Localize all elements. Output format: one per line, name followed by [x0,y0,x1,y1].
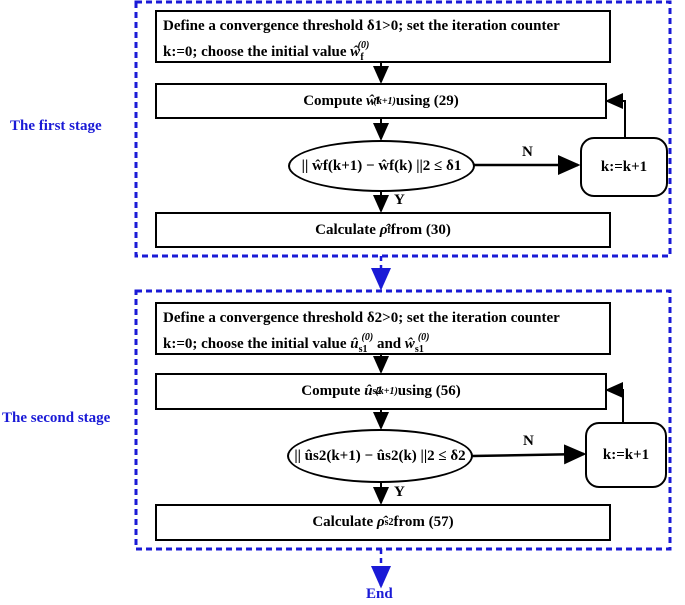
stage-1-no-label: N [522,144,533,160]
stage-1-frame [134,0,672,258]
stage-2-init-line2: k:=0; choose the initial value ûs1(0) an… [163,332,430,355]
stage-1-counter-box: k:=k+1 [580,137,668,197]
stage-1-label: The first stage [10,118,102,134]
stage-2-label: The second stage [2,410,111,426]
stage-2-init-line1: Define a convergence threshold δ2>0; set… [163,310,560,326]
stage-1-calc-box: Calculate ρ̂f from (30) [155,212,611,248]
arrow-cond-to-counter-2 [471,444,587,465]
stage-2-calc-box: Calculate ρ̂s2 from (57) [155,504,611,541]
stage-2-counter-box: k:=k+1 [585,422,667,488]
stage-1-init-line2: k:=0; choose the initial value ŵf(0) [163,40,370,63]
arrow-counter-to-compute-1 [605,93,626,137]
stage-1-init-box: Define a convergence threshold δ1>0; set… [155,10,611,63]
stage-1-init-line1: Define a convergence threshold δ1>0; set… [163,18,560,34]
stage-2-yes-label: Y [394,484,405,500]
stage-1-condition: || ŵf(k+1) − ŵf(k) ||2 ≤ δ1 [288,140,475,192]
stage-2-condition: || ûs2(k+1) − ûs2(k) ||2 ≤ δ2 [287,429,473,483]
stage-2-init-box: Define a convergence threshold δ2>0; set… [155,302,611,355]
stage-1-yes-label: Y [394,192,405,208]
stage-2-no-label: N [523,433,534,449]
end-label: End [366,586,393,602]
stage-2-frame [134,289,672,551]
arrow-counter-to-compute-2 [605,382,624,422]
